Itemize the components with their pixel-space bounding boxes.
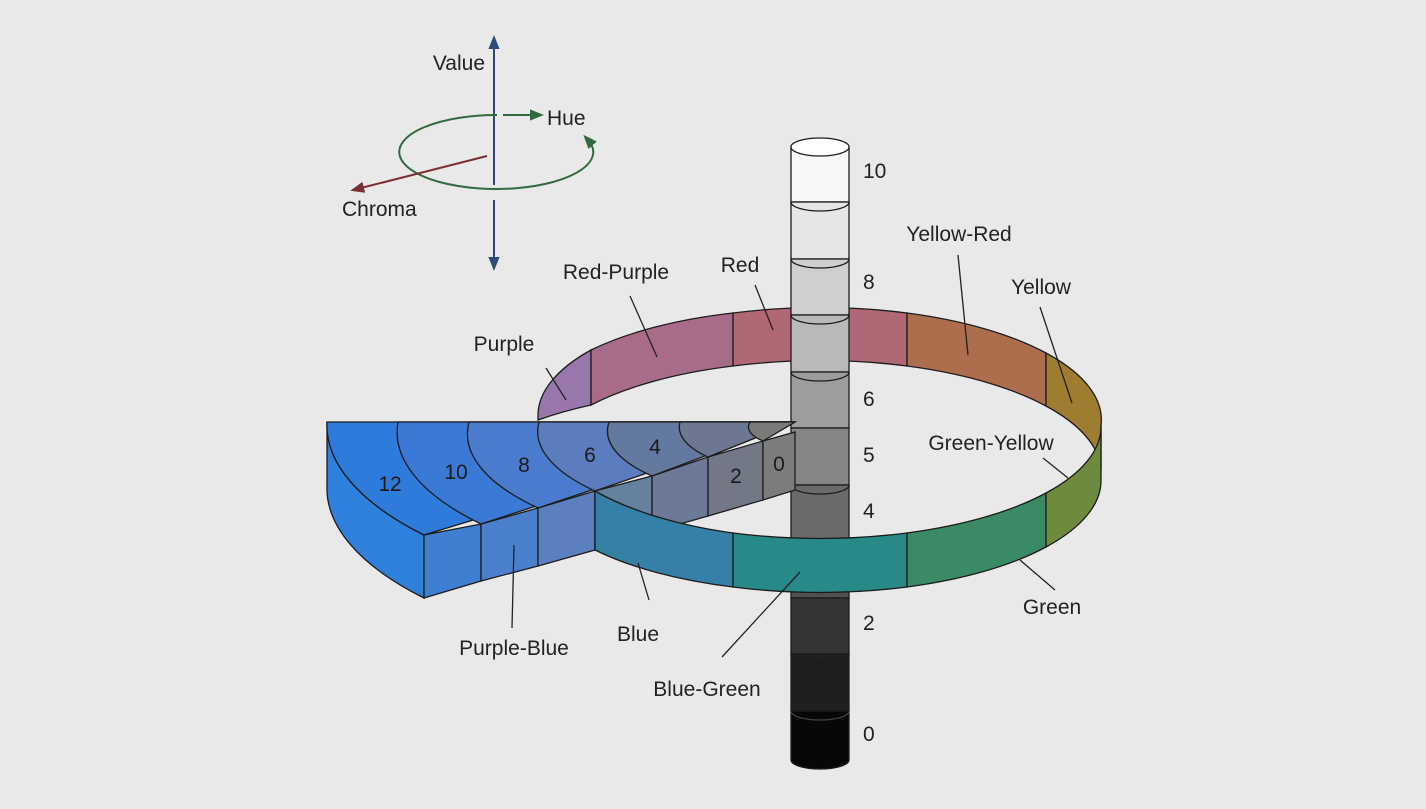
hue-segment-purple [537, 348, 592, 421]
value-tick-5: 5 [863, 444, 875, 467]
chroma-scale: 12 10 8 6 4 2 0 [378, 436, 785, 496]
hue-label-purple: Purple [474, 333, 535, 356]
value-tick-4: 4 [863, 500, 875, 523]
leader-lines [511, 254, 1073, 658]
hue-label-yellow-red: Yellow-Red [906, 223, 1011, 246]
value-tick-10: 10 [863, 160, 886, 183]
chroma-tick-6: 6 [584, 444, 596, 467]
hue-segment-blue-green [732, 532, 908, 594]
chroma-wedge [326, 421, 798, 600]
chroma-tick-12: 12 [378, 473, 401, 496]
value-column [790, 137, 850, 770]
hue-label-red: Red [721, 254, 760, 277]
hue-axis-label: Hue [547, 107, 586, 130]
value-scale: 10 8 6 5 4 2 0 [863, 160, 886, 746]
value-tick-6: 6 [863, 388, 875, 411]
hue-segment-green-yellow [1045, 424, 1102, 549]
value-axis-label: Value [433, 52, 485, 75]
hue-label-red-purple: Red-Purple [563, 261, 669, 284]
chroma-axis-label: Chroma [342, 198, 417, 221]
axes-legend: Value Hue Chroma [342, 35, 597, 271]
chroma-arrow [350, 155, 488, 193]
chroma-tick-2: 2 [730, 465, 742, 488]
hue-label-yellow: Yellow [1011, 276, 1072, 299]
chroma-tick-0: 0 [773, 453, 785, 476]
chroma-tick-10: 10 [444, 461, 467, 484]
hue-segment-green [906, 491, 1047, 588]
hue-ring-front [594, 424, 1102, 594]
hue-ring-back [537, 306, 1102, 471]
chroma-tick-8: 8 [518, 454, 530, 477]
hue-label-green-yellow: Green-Yellow [928, 432, 1054, 455]
hue-label-blue-green: Blue-Green [653, 678, 760, 701]
hue-segment-red-purple [590, 312, 734, 407]
value-tick-0: 0 [863, 723, 875, 746]
hue-label-blue: Blue [617, 623, 659, 646]
chroma-tick-4: 4 [649, 436, 661, 459]
hue-circle-arrow [398, 113, 597, 190]
value-tick-2: 2 [863, 612, 875, 635]
hue-labels: Red Yellow-Red Yellow Green-Yellow Green… [459, 223, 1081, 701]
hue-label-purple-blue: Purple-Blue [459, 637, 569, 660]
hue-label-green: Green [1023, 596, 1081, 619]
value-tick-8: 8 [863, 271, 875, 294]
